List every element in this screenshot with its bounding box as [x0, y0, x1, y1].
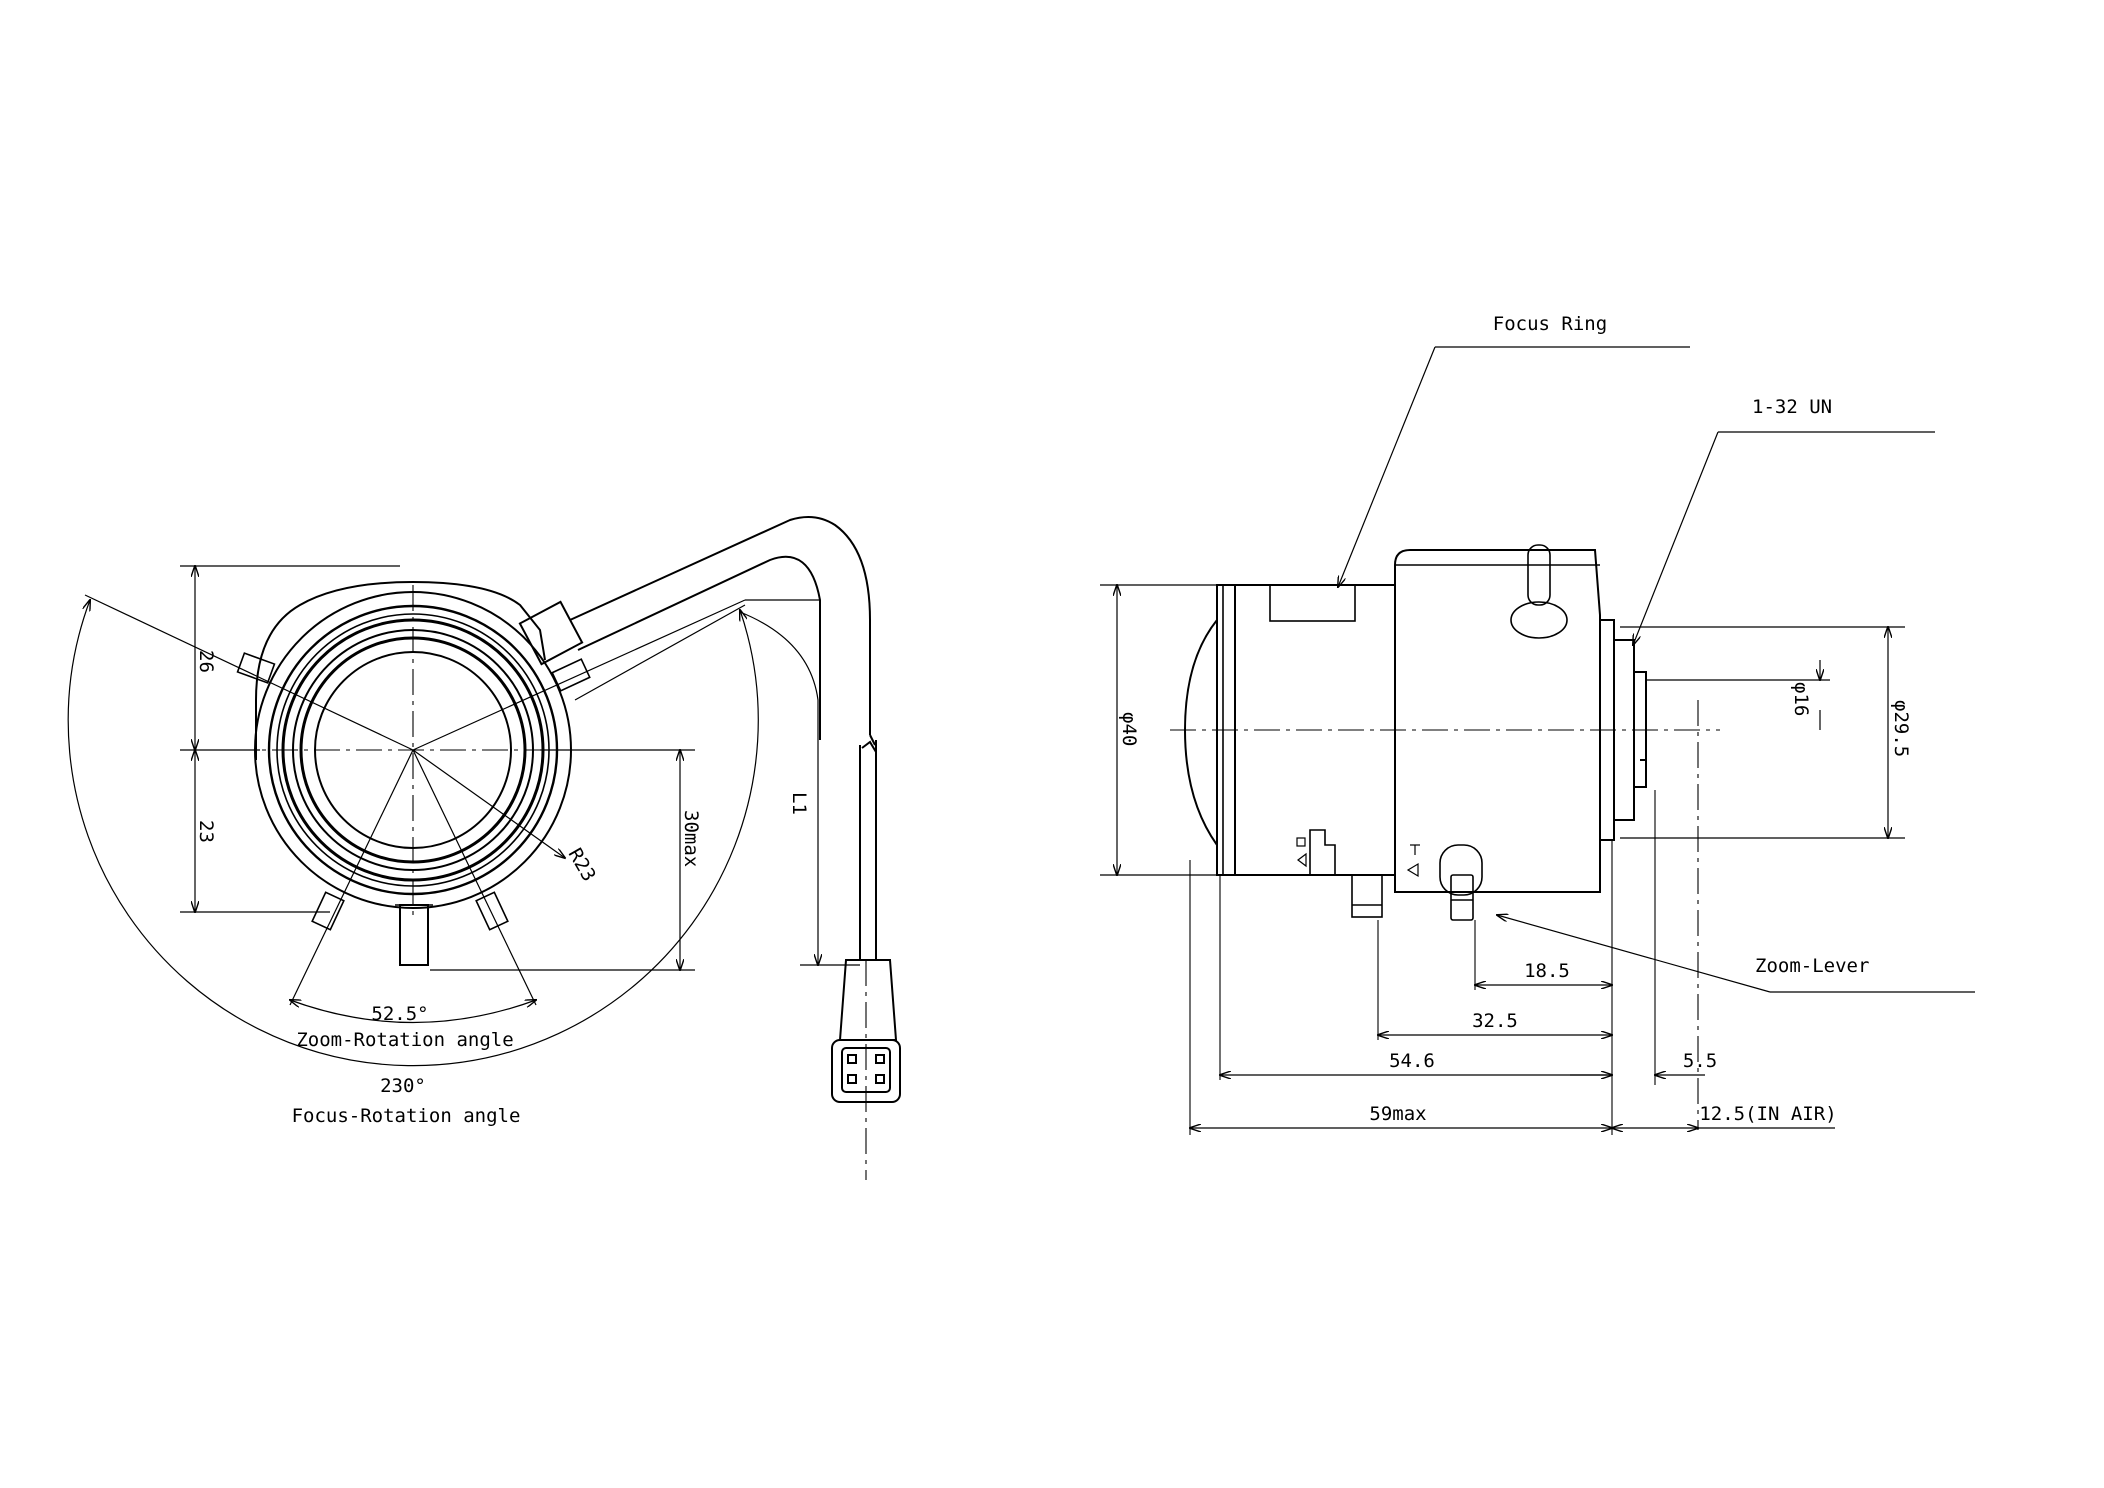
front-center-lines — [230, 585, 620, 920]
dim-5-5-label: 5.5 — [1683, 1050, 1717, 1072]
dim-26-label: 26 — [195, 650, 217, 673]
housing-outline — [255, 580, 546, 760]
front-view — [67, 515, 901, 1180]
motor-cable — [518, 515, 877, 960]
dim-l1-label: L1 — [788, 792, 810, 815]
dim-front-diameter — [1100, 585, 1217, 875]
zoom-angle-value: 52.5° — [371, 1003, 428, 1025]
thread-callout: 1-32 UN — [1752, 396, 1832, 418]
focus-ring-callout: Focus Ring — [1493, 313, 1607, 335]
dim-32-5-label: 32.5 — [1472, 1010, 1518, 1032]
callout-leaders — [1338, 346, 1975, 993]
dia-front-label: φ40 — [1118, 712, 1140, 746]
dim-59max-label: 59max — [1369, 1103, 1426, 1125]
dim-rear-diameter — [1646, 660, 1830, 730]
focus-angle-label: Focus-Rotation angle — [292, 1105, 521, 1127]
dim-mount-diameter — [1620, 627, 1905, 838]
zoom-rotation-arc — [290, 749, 536, 1024]
zoom-lever-top — [1510, 544, 1568, 639]
scale-markings — [1296, 837, 1420, 878]
front-height-dimension — [430, 750, 695, 970]
dim-18-5-label: 18.5 — [1524, 960, 1570, 982]
dim-23-label: 23 — [195, 820, 217, 843]
zoom-lever-callout: Zoom-Lever — [1755, 955, 1869, 977]
dim-r23-label: R23 — [564, 845, 600, 886]
focus-lever — [1309, 829, 1383, 918]
side-center-lines — [1170, 700, 1720, 1130]
dim-30max-label: 30max — [680, 810, 702, 867]
dia-mount-label: φ29.5 — [1890, 700, 1912, 757]
zoom-lever-bottom — [1439, 844, 1483, 921]
cable-length-dimension — [574, 599, 860, 965]
side-view-labels: Focus Ring 1-32 UN Zoom-Lever φ40 φ29.5 … — [1118, 313, 1912, 1125]
focus-lever-pins — [236, 652, 591, 931]
side-view — [1100, 346, 1975, 1135]
dim-12-5-label: 12.5(IN AIR) — [1699, 1103, 1836, 1125]
length-dimensions — [1190, 985, 1835, 1128]
zoom-body — [1394, 549, 1601, 893]
extension-lines — [1189, 790, 1656, 1135]
focus-rotation-arc — [67, 594, 759, 1067]
front-view-labels: 26 23 30max L1 R23 52.5° Zoom-Rotation a… — [195, 650, 810, 1127]
radius-leader — [412, 749, 565, 858]
dim-54-6-label: 54.6 — [1389, 1050, 1435, 1072]
front-vertical-dimensions — [180, 566, 400, 912]
focus-ring-label-plate — [1269, 584, 1356, 622]
dia-rear-label: φ16 — [1790, 682, 1812, 716]
zoom-lever-knob — [395, 904, 433, 966]
zoom-angle-label: Zoom-Rotation angle — [296, 1029, 513, 1051]
focus-angle-value: 230° — [380, 1075, 426, 1097]
front-dome — [1183, 619, 1218, 846]
